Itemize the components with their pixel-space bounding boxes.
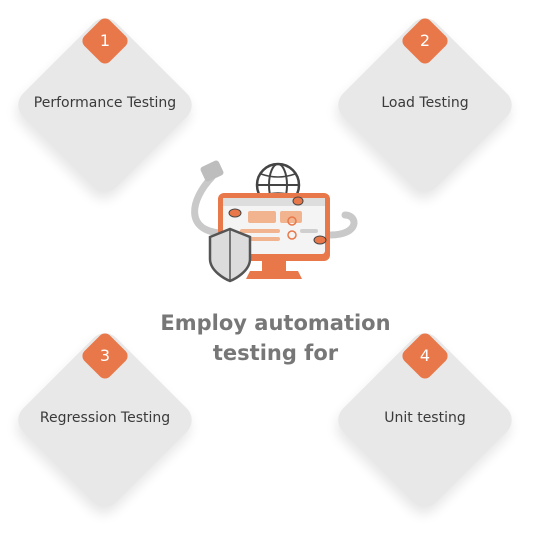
card-unit-testing: 4 Unit testing: [330, 325, 520, 515]
bug-icon: [228, 196, 327, 245]
card-performance-testing: 1 Performance Testing: [10, 10, 200, 200]
center-title-line-1: Employ automation: [160, 311, 391, 335]
card-regression-testing: 3 Regression Testing: [10, 325, 200, 515]
number-badge: 3: [79, 330, 131, 382]
number-badge: 4: [399, 330, 451, 382]
plug-left-icon: [200, 160, 224, 182]
center-title: Employ automation testing for: [0, 308, 551, 368]
card-label: Performance Testing: [33, 95, 177, 111]
card-label: Regression Testing: [39, 410, 171, 426]
cable-right: [326, 211, 358, 239]
card-label: Unit testing: [384, 410, 466, 426]
badge-number: 3: [99, 346, 111, 365]
automation-monitor-illustration: [191, 160, 358, 283]
number-badge: 1: [79, 15, 131, 67]
badge-number: 4: [419, 346, 431, 365]
number-badge: 2: [399, 15, 451, 67]
badge-number: 2: [419, 31, 431, 50]
card-load-testing: 2 Load Testing: [330, 10, 520, 200]
shield-icon: [208, 227, 252, 283]
center-title-line-2: testing for: [212, 341, 339, 365]
cable-left: [191, 173, 224, 237]
badge-number: 1: [99, 31, 111, 50]
card-label: Load Testing: [381, 95, 469, 111]
